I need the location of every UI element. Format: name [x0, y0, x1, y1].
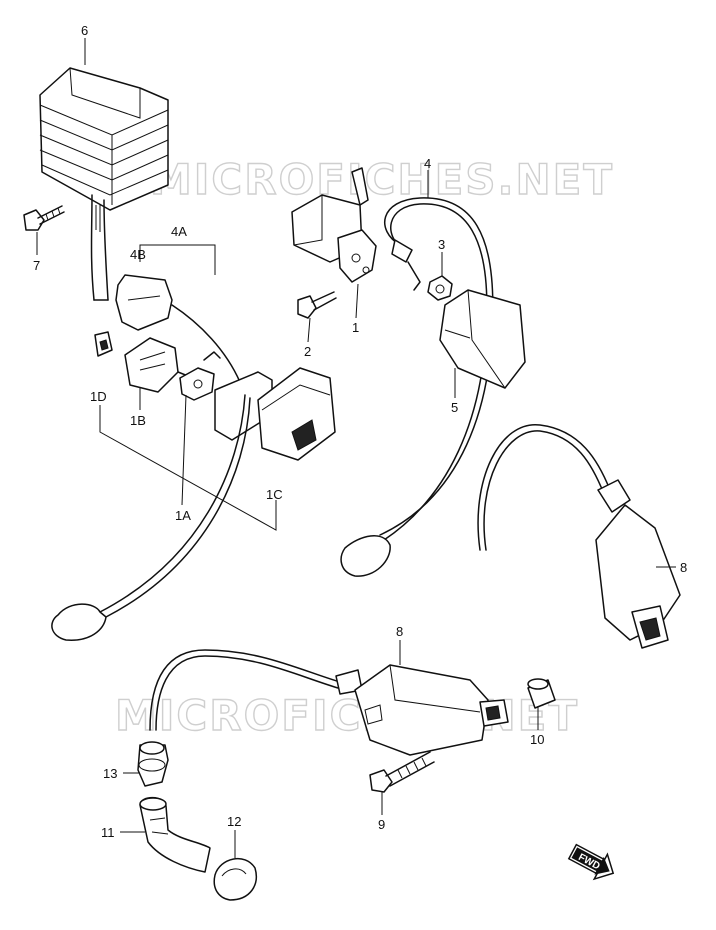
forward-arrow-icon: FWD: [567, 843, 615, 881]
callout-4: 4: [424, 156, 431, 171]
group-bracket-lines: [99, 244, 277, 531]
callout-1: 1: [352, 320, 359, 335]
leader-lines: [36, 38, 676, 858]
callout-3: 3: [438, 237, 445, 252]
callout-6: 6: [81, 23, 88, 38]
callout-12: 12: [227, 814, 241, 829]
regulator-rectifier-part[interactable]: [39, 67, 169, 301]
callout-4b: 4B: [130, 247, 146, 262]
cap-part-5[interactable]: [439, 289, 526, 389]
watermark-top: MICROFICHES.NET: [150, 155, 614, 204]
callout-11: 11: [101, 825, 115, 840]
callout-2: 2: [304, 344, 311, 359]
callout-4a: 4A: [171, 224, 187, 239]
callout-1b: 1B: [130, 413, 146, 428]
boot-part-12[interactable]: [213, 857, 257, 901]
callout-8-lower: 8: [396, 624, 403, 639]
callout-1c: 1C: [266, 487, 283, 502]
callout-1a: 1A: [175, 508, 191, 523]
callout-labels: 6 7 4A 4B 1D 1B 1A 1C 4 3 1 2 5 8 8 10 1…: [33, 23, 687, 840]
starter-relay-part-1[interactable]: [291, 167, 377, 283]
callout-8-upper: 8: [680, 560, 687, 575]
callout-5: 5: [451, 400, 458, 415]
sleeve-part-10[interactable]: [527, 678, 556, 709]
ignition-coil-part-1c[interactable]: [51, 367, 336, 641]
nut-part-3[interactable]: [407, 261, 453, 301]
callout-7: 7: [33, 258, 40, 273]
bolt-part-9[interactable]: [369, 751, 435, 793]
callout-13: 13: [103, 766, 117, 781]
ignition-coil-part-8-upper[interactable]: [477, 424, 681, 649]
callout-1d: 1D: [90, 389, 107, 404]
watermark-bottom: MICROFICHES.NET: [115, 691, 579, 740]
callout-9: 9: [378, 817, 385, 832]
coupler-part-1b[interactable]: [124, 337, 199, 393]
bolt-part-7[interactable]: [23, 205, 65, 231]
high-tension-lead-part-4[interactable]: [340, 197, 494, 577]
callout-10: 10: [530, 732, 544, 747]
grommet-part-13[interactable]: [137, 741, 169, 787]
fitting-part-1a[interactable]: [179, 351, 221, 401]
screw-part-2[interactable]: [297, 291, 337, 319]
ignition-coil-part-8-lower[interactable]: [149, 649, 509, 756]
connector-part-1d[interactable]: [94, 331, 113, 357]
plug-cap-part-11[interactable]: [139, 796, 211, 873]
